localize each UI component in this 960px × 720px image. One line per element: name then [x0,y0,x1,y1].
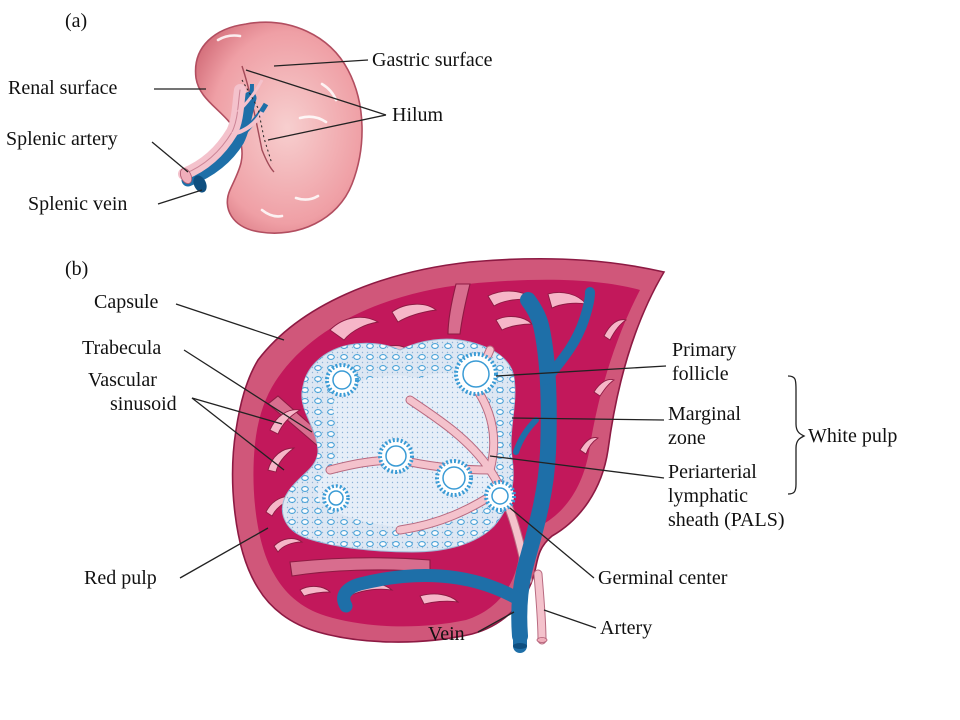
panel-a: (a) [6,10,493,234]
leader-trabecula [183,349,313,433]
splenic-veins [337,287,595,644]
label-primary-follicle-line1: Primary [672,339,736,361]
leader-marginal-zone [511,417,665,421]
leader-artery [543,609,597,629]
label-splenic-artery: Splenic artery [6,128,118,150]
leader-gastric-surface [273,59,369,67]
leader-pals [489,455,665,479]
leader-sinusoid-1 [191,397,283,425]
leader-primary-follicle [495,365,667,377]
label-splenic-vein: Splenic vein [28,193,127,215]
leader-germinal-center [509,507,595,579]
label-marginal-zone-line1: Marginal [668,403,741,425]
label-red-pulp: Red pulp [84,567,157,589]
panel-a-leaders [151,59,387,205]
vein-cut-end [193,175,207,193]
label-gastric-surface: Gastric surface [372,49,493,71]
label-renal-surface: Renal surface [8,77,118,99]
primary-follicle-1 [454,352,498,396]
leader-hilum-1 [245,69,387,116]
white-pulp-bracket [787,375,806,495]
label-vascular-sinusoid-line1: Vascular [88,369,157,391]
leader-red-pulp [179,527,269,579]
panel-a-letter: (a) [65,10,87,32]
label-marginal-zone-line2: zone [668,427,706,449]
leader-splenic-artery [151,141,189,173]
panel-b-letter: (b) [65,258,88,280]
artery-cut-end [179,168,193,184]
leader-capsule [175,303,285,341]
panel-b: (b) [65,257,897,653]
label-vein: Vein [428,623,465,645]
leader-vein [477,611,515,633]
label-trabecula: Trabecula [82,337,161,359]
panel-b-leaders [175,303,806,633]
trabecula-top [447,283,471,335]
spleen-organ [194,21,363,234]
label-pals-line3: sheath (PALS) [668,509,784,531]
germinal-center-2 [435,459,473,497]
germinal-center-1 [378,438,414,474]
label-vascular-sinusoid-line2: sinusoid [110,393,177,415]
label-artery: Artery [600,617,652,639]
label-hilum: Hilum [392,104,444,126]
lymphoid-follicles [322,352,516,512]
label-capsule: Capsule [94,291,159,313]
leader-splenic-vein [157,189,203,205]
hilum-vessels [178,79,273,193]
hilum-notch [241,65,275,173]
germinal-center-3 [484,480,516,512]
label-primary-follicle-line2: follicle [672,363,729,385]
germinal-center-4 [322,484,350,512]
label-white-pulp: White pulp [808,425,897,447]
vascular-sinusoids [265,290,628,605]
label-germinal-center: Germinal center [598,567,728,589]
label-pals-line1: Periarterial [668,461,757,483]
leader-sinusoid-2 [191,397,285,471]
leader-hilum-2 [267,114,387,141]
label-pals-line2: lymphatic [668,485,748,507]
exiting-vessels [513,569,548,653]
primary-follicle-2 [325,363,359,397]
